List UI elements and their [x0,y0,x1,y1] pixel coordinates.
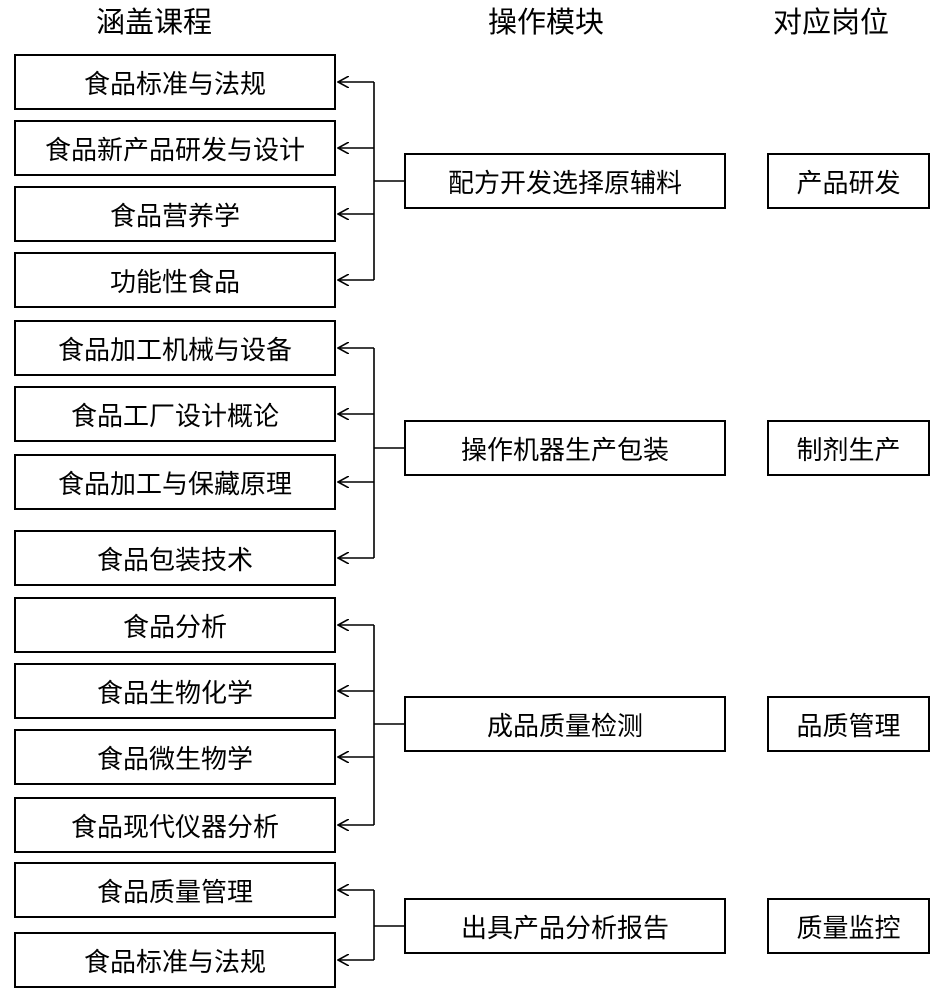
courses-column-header: 涵盖课程 [96,5,213,39]
role-box: 品质管理 [767,696,930,752]
module-box: 成品质量检测 [404,696,726,752]
course-box: 食品生物化学 [14,663,336,719]
course-box: 食品工厂设计概论 [14,386,336,442]
course-box: 食品加工机械与设备 [14,320,336,376]
module-box: 配方开发选择原辅料 [404,153,726,209]
course-box: 食品现代仪器分析 [14,797,336,853]
role-box: 质量监控 [767,898,930,954]
role-box: 产品研发 [767,153,930,209]
course-box: 食品营养学 [14,186,336,242]
course-box: 食品加工与保藏原理 [14,454,336,510]
modules-column-header: 操作模块 [488,5,605,39]
course-box: 食品微生物学 [14,729,336,785]
module-box: 出具产品分析报告 [404,898,726,954]
course-box: 食品标准与法规 [14,54,336,110]
module-box: 操作机器生产包装 [404,420,726,476]
role-box: 制剂生产 [767,420,930,476]
course-box: 食品新产品研发与设计 [14,120,336,176]
course-box: 功能性食品 [14,252,336,308]
course-box: 食品标准与法规 [14,932,336,988]
course-box: 食品包装技术 [14,530,336,586]
roles-column-header: 对应岗位 [773,5,890,39]
course-box: 食品质量管理 [14,862,336,918]
course-box: 食品分析 [14,597,336,653]
